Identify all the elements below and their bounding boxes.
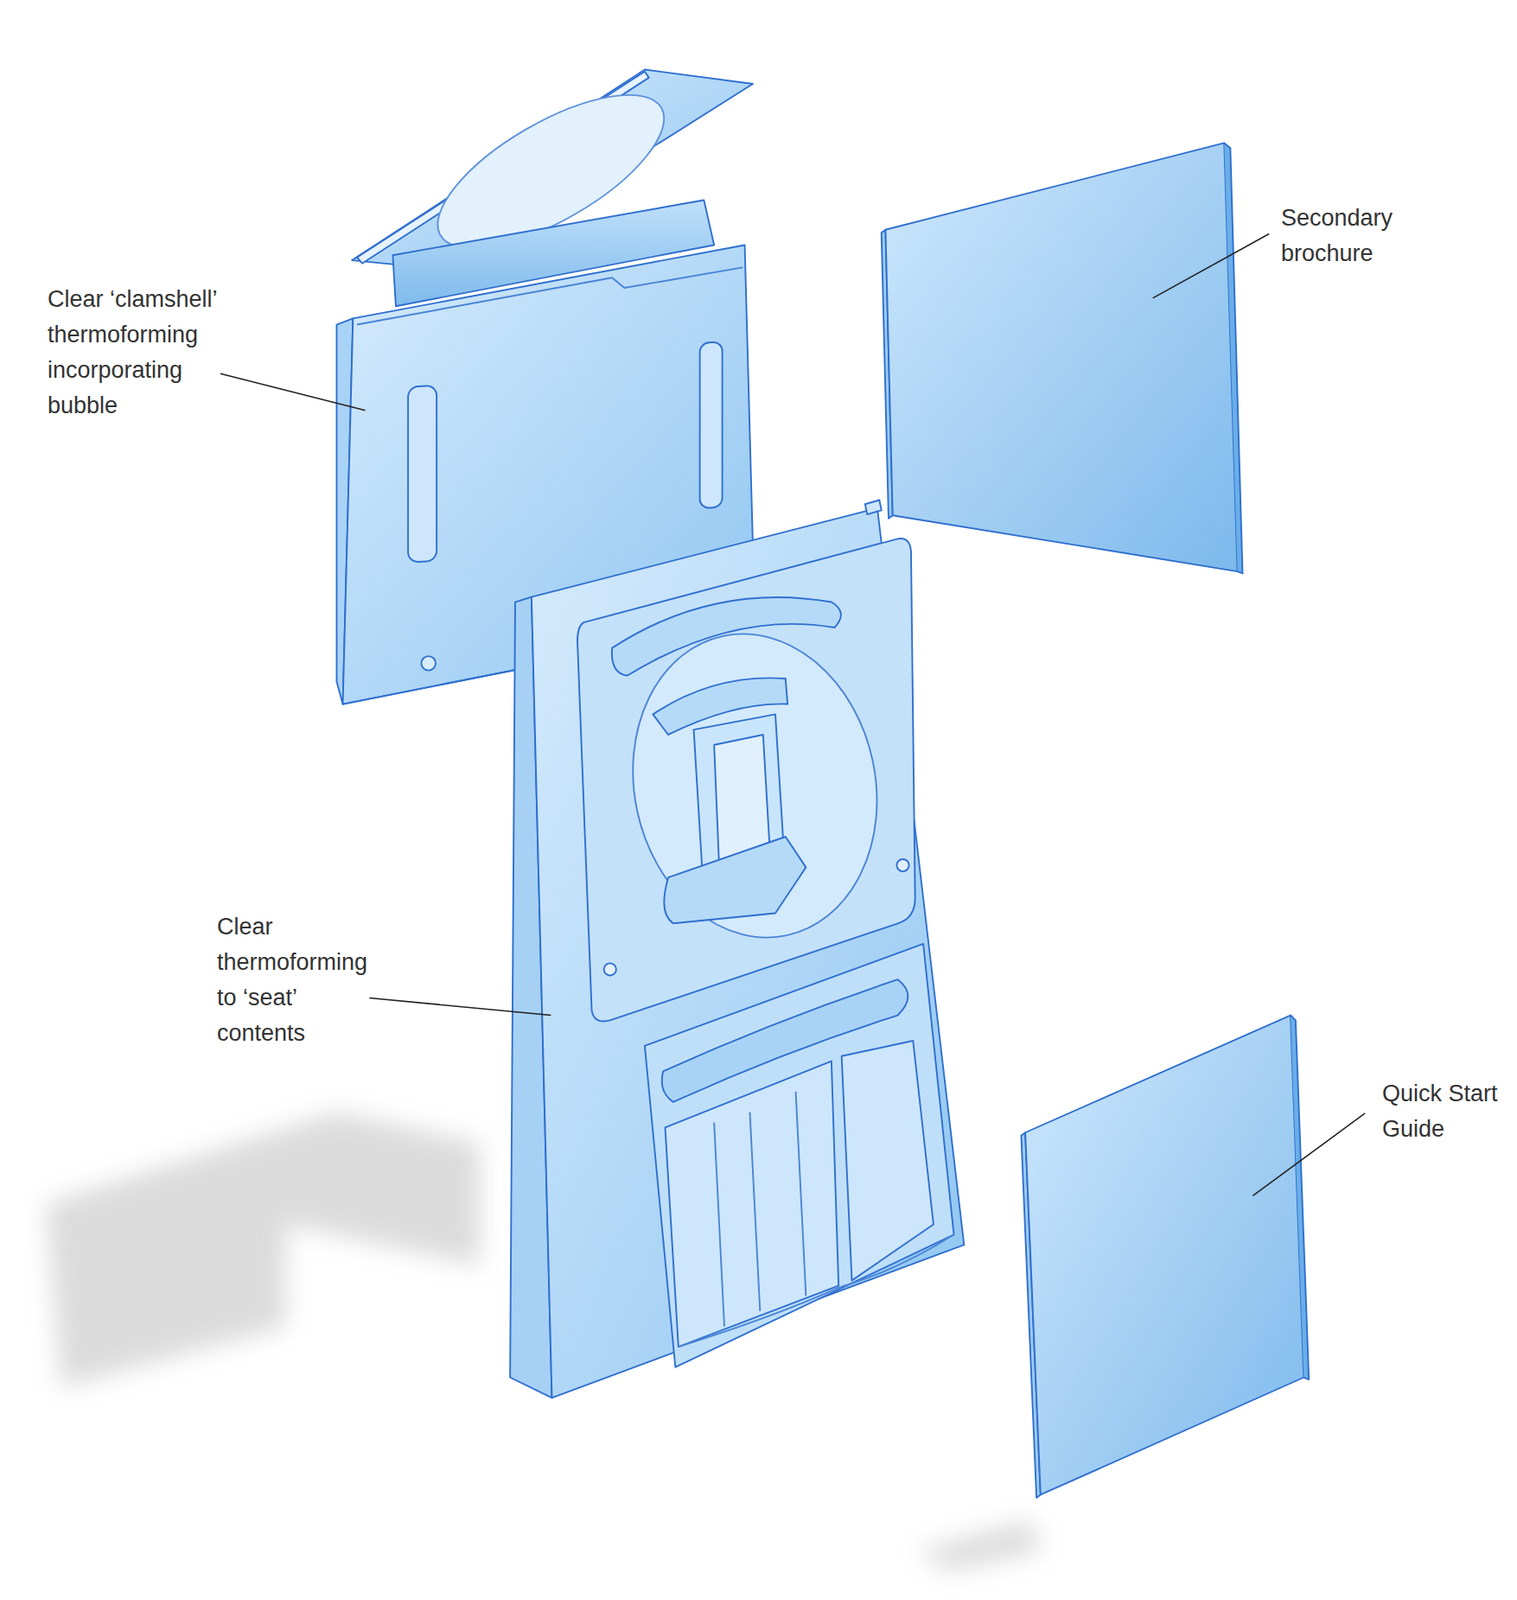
seat-tray [509,500,964,1399]
callout-label: Clear thermoforming to ‘seat’ contents [216,909,390,1052]
callout-label: Clear ‘clamshell’ thermoforming incorpor… [47,281,247,424]
quick-start-guide [1020,1015,1309,1498]
callout-label: Secondary brochure [1281,200,1437,272]
leader-line [220,233,1365,1196]
callout-label: Quick Start Guide [1382,1076,1512,1148]
brochure [881,142,1243,574]
